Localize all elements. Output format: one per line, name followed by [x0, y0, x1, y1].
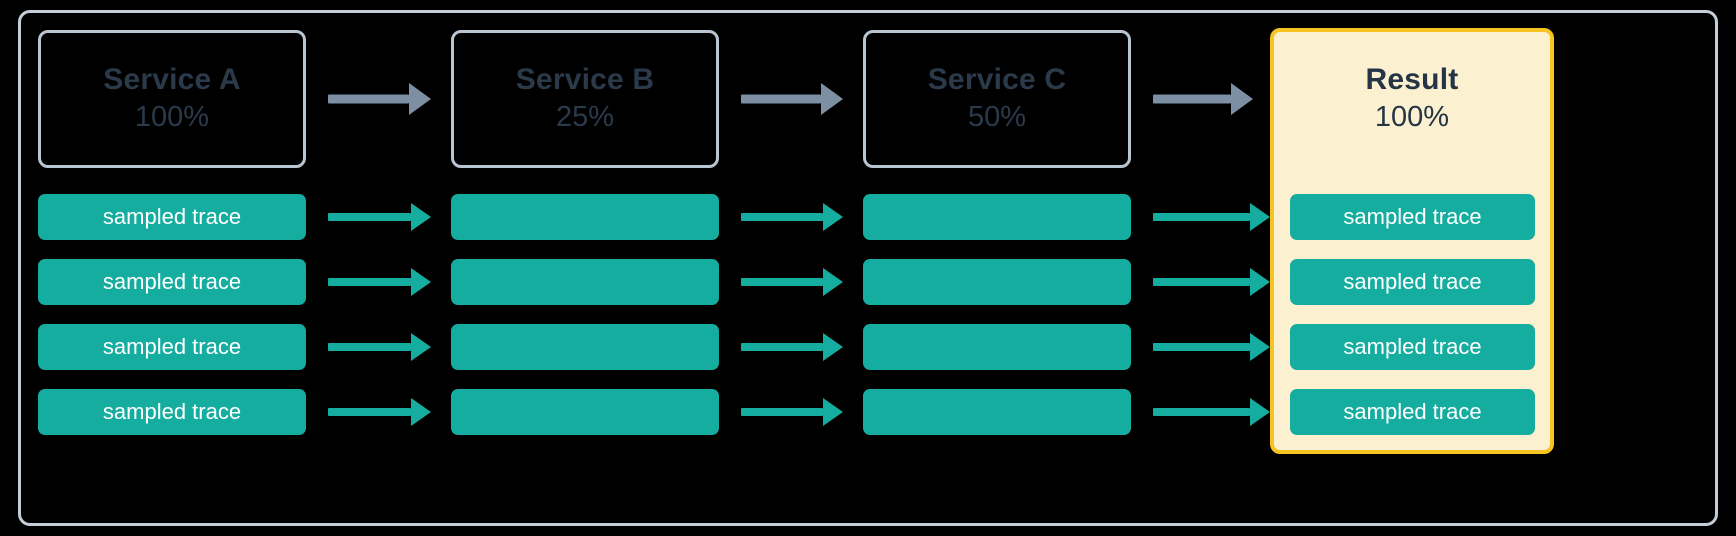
- arrow-shaft: [1153, 343, 1250, 351]
- trace-bar[interactable]: [451, 194, 719, 240]
- arrow-head: [411, 398, 431, 426]
- service-box-a[interactable]: Service A 100%: [38, 30, 306, 168]
- result-highlight-panel: [1270, 28, 1554, 454]
- column-service-a: Service A 100% sampled trace sampled tra…: [38, 30, 306, 510]
- service-a-percent: 100%: [134, 100, 210, 133]
- trace-bar[interactable]: sampled trace: [1290, 259, 1535, 305]
- arrow-shaft: [1153, 213, 1250, 221]
- trace-bar[interactable]: sampled trace: [1290, 389, 1535, 435]
- service-b-title: Service B: [515, 63, 655, 97]
- arrow-head: [1250, 203, 1270, 231]
- service-b-percent: 25%: [555, 100, 615, 133]
- arrow-shaft: [328, 94, 409, 104]
- arrow-shaft: [741, 278, 823, 286]
- arrow-shaft: [1153, 278, 1250, 286]
- service-c-percent: 50%: [967, 100, 1027, 133]
- trace-bar[interactable]: [863, 389, 1131, 435]
- arrow-head: [823, 268, 843, 296]
- result-percent: 100%: [1374, 100, 1450, 133]
- trace-bar[interactable]: sampled trace: [1290, 324, 1535, 370]
- arrow-head: [1231, 83, 1253, 115]
- trace-bar[interactable]: [863, 194, 1131, 240]
- service-box-c[interactable]: Service C 50%: [863, 30, 1131, 168]
- trace-bar[interactable]: [451, 389, 719, 435]
- arrow-shaft: [741, 408, 823, 416]
- arrow-shaft: [1153, 408, 1250, 416]
- pipeline-grid: Service A 100% sampled trace sampled tra…: [38, 28, 1698, 510]
- arrow-head: [411, 333, 431, 361]
- arrow-shaft: [328, 278, 411, 286]
- arrow-head: [823, 398, 843, 426]
- arrow-head: [1250, 268, 1270, 296]
- arrow-head: [821, 83, 843, 115]
- arrow-shaft: [741, 94, 821, 104]
- trace-bar[interactable]: [863, 259, 1131, 305]
- column-result: Result 100% sampled trace sampled trace …: [1274, 30, 1550, 510]
- trace-bar[interactable]: sampled trace: [38, 194, 306, 240]
- arrow-shaft: [741, 343, 823, 351]
- trace-bar[interactable]: [451, 259, 719, 305]
- column-service-c: Service C 50%: [863, 30, 1131, 510]
- service-box-b[interactable]: Service B 25%: [451, 30, 719, 168]
- result-title: Result: [1365, 63, 1459, 97]
- arrow-head: [1250, 398, 1270, 426]
- trace-bar[interactable]: [863, 324, 1131, 370]
- result-box[interactable]: Result 100%: [1274, 30, 1550, 168]
- arrow-shaft: [741, 213, 823, 221]
- arrow-shaft: [328, 343, 411, 351]
- column-service-b: Service B 25%: [451, 30, 719, 510]
- arrow-head: [411, 203, 431, 231]
- trace-bar[interactable]: sampled trace: [1290, 194, 1535, 240]
- arrow-shaft: [328, 408, 411, 416]
- trace-bar[interactable]: sampled trace: [38, 324, 306, 370]
- arrow-head: [823, 333, 843, 361]
- service-c-title: Service C: [927, 63, 1067, 97]
- arrow-shaft: [328, 213, 411, 221]
- arrow-head: [823, 203, 843, 231]
- trace-bar[interactable]: [451, 324, 719, 370]
- service-a-title: Service A: [103, 63, 241, 97]
- arrow-head: [1250, 333, 1270, 361]
- trace-bar[interactable]: sampled trace: [38, 389, 306, 435]
- trace-bar[interactable]: sampled trace: [38, 259, 306, 305]
- arrow-shaft: [1153, 94, 1231, 104]
- arrow-head: [409, 83, 431, 115]
- arrow-head: [411, 268, 431, 296]
